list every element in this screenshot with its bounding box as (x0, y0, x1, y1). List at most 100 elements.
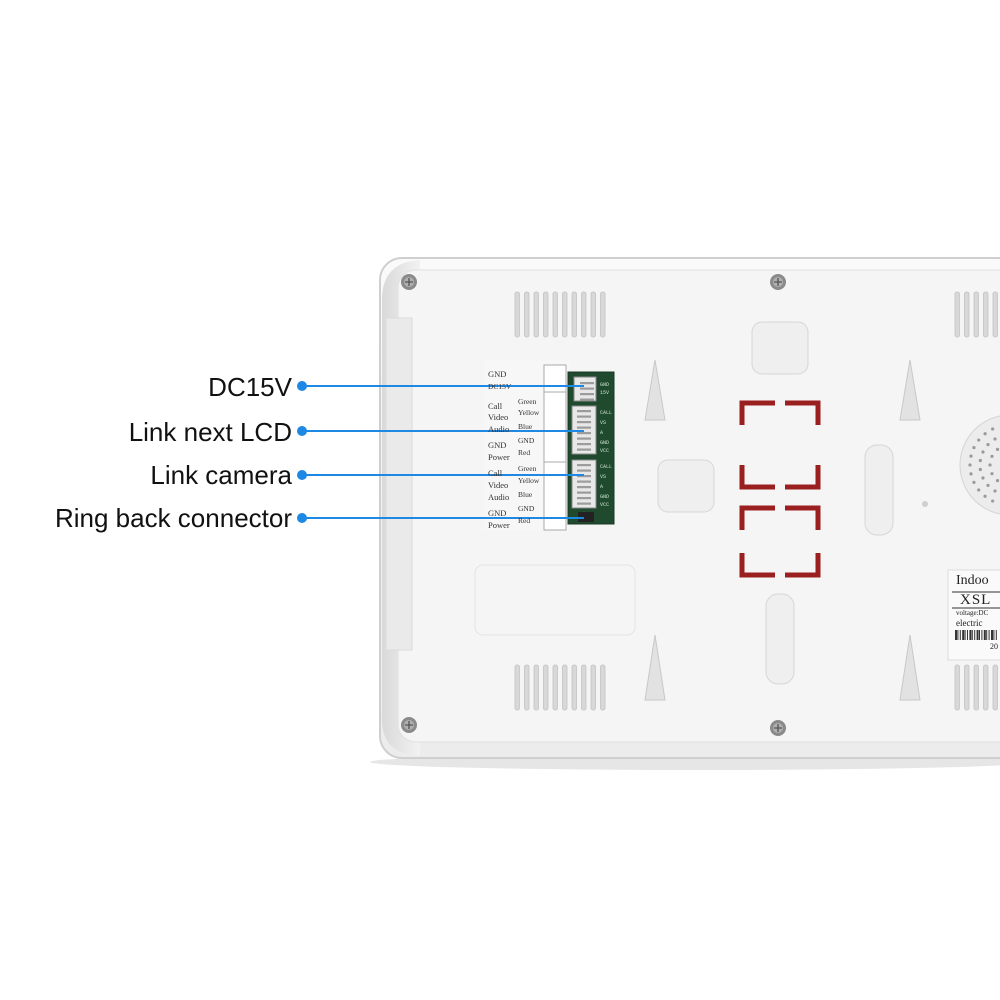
callout-dots (297, 381, 307, 523)
barcode (955, 630, 997, 640)
connector-pin (577, 448, 591, 451)
connector-pin (577, 415, 591, 418)
speaker-hole (993, 489, 997, 493)
connector-pins (577, 382, 594, 505)
battery-cover-outline (474, 564, 636, 636)
barcode-bar (979, 630, 980, 640)
vent-slot (552, 291, 558, 338)
svg-text:A: A (600, 430, 603, 436)
vent-slot (992, 291, 998, 338)
vent-slot (600, 664, 606, 711)
left-raised-strip (385, 317, 413, 651)
barcode-bar (986, 630, 988, 640)
terminal-label: DC15V (488, 382, 512, 391)
barcode-bar (993, 630, 995, 640)
connector-pin (577, 469, 591, 472)
barcode-bar (962, 630, 965, 640)
svg-text:A: A (600, 484, 603, 490)
sticker-year: 20 (990, 642, 998, 651)
terminal-label: GND (488, 369, 507, 379)
callout-label-link-next-lcd: Link next LCD (128, 417, 292, 447)
svg-text:GND: GND (600, 440, 609, 446)
vent-slot (552, 664, 558, 711)
vent-slot (533, 664, 539, 711)
wire-color-label: GND (518, 504, 535, 513)
terminal-label: Video (488, 480, 509, 490)
vent-slot (514, 664, 520, 711)
sticker-electric: electric (956, 618, 983, 628)
connector-pin (580, 398, 594, 401)
speaker-hole (977, 438, 981, 442)
vent-slot (581, 664, 587, 711)
terminal-dividers (544, 391, 566, 463)
vent-slot (543, 664, 549, 711)
speaker-hole (978, 458, 982, 463)
svg-text:15V: 15V (600, 390, 609, 396)
barcode-bar (957, 630, 959, 640)
barcode-bar (955, 630, 957, 640)
connector-pin (580, 387, 594, 390)
vent-slot (590, 291, 596, 338)
barcode-bar (976, 630, 979, 640)
raised-pad (657, 459, 715, 513)
connector-pin (577, 480, 591, 483)
svg-text:GND: GND (600, 494, 609, 500)
svg-text:VCC: VCC (600, 502, 609, 508)
barcode-bar (969, 630, 972, 640)
sticker-title: Indoo (956, 573, 989, 588)
callout-label-dc15v: DC15V (208, 372, 292, 402)
barcode-bar (983, 630, 986, 640)
wire-color-label: Blue (518, 422, 533, 431)
speaker-hole (968, 463, 972, 467)
speaker-hole (969, 472, 973, 476)
svg-text:VS: VS (600, 420, 606, 426)
callout-label-ring-back: Ring back connector (54, 503, 292, 533)
vent-slot (514, 291, 520, 338)
speaker-hole (981, 450, 985, 454)
raised-pad (751, 321, 809, 375)
speaker-hole (990, 454, 994, 458)
barcode-bar (964, 630, 966, 640)
connector-pin (577, 410, 591, 413)
callout-label-link-camera: Link camera (150, 460, 292, 490)
wire-color-label: GND (518, 436, 535, 445)
raised-pad (864, 444, 894, 536)
vent-slot (590, 664, 596, 711)
speaker-hole (983, 432, 987, 436)
terminal-label: Power (488, 452, 510, 462)
speaker-hole (969, 454, 973, 458)
svg-text:VS: VS (600, 474, 606, 480)
speaker-hole (995, 447, 1000, 451)
screw-icon (401, 717, 417, 733)
terminal-label: GND (488, 440, 507, 450)
barcode-bar (988, 630, 990, 640)
wire-color-label: Red (518, 448, 531, 457)
speaker-hole (981, 476, 985, 480)
callout-lines (302, 385, 584, 519)
wire-color-label: Blue (518, 490, 533, 499)
speaker-hole (983, 494, 987, 498)
vent-slot (954, 664, 960, 711)
speaker-hole (986, 483, 990, 488)
connector-pin (577, 421, 591, 424)
barcode-bar (971, 630, 973, 640)
product-sticker (947, 569, 1000, 661)
connector-pin (577, 491, 591, 494)
speaker-grill (959, 415, 1000, 515)
connector-pin (577, 464, 591, 467)
barcode-bar (991, 630, 993, 640)
vent-slot (954, 291, 960, 338)
vent-slot (524, 291, 530, 338)
speaker-hole (991, 427, 995, 431)
vent-slot (543, 291, 549, 338)
svg-text:CALL: CALL (600, 410, 612, 416)
vent-slot (983, 664, 989, 711)
vent-slot (524, 664, 530, 711)
connector-pin (577, 443, 591, 446)
screw-icon (401, 274, 417, 290)
vent-slot (964, 291, 970, 338)
wire-color-label: Yellow (518, 476, 540, 485)
speaker-hole (991, 499, 995, 503)
corner-brackets (739, 400, 821, 578)
vent-slot (533, 291, 539, 338)
